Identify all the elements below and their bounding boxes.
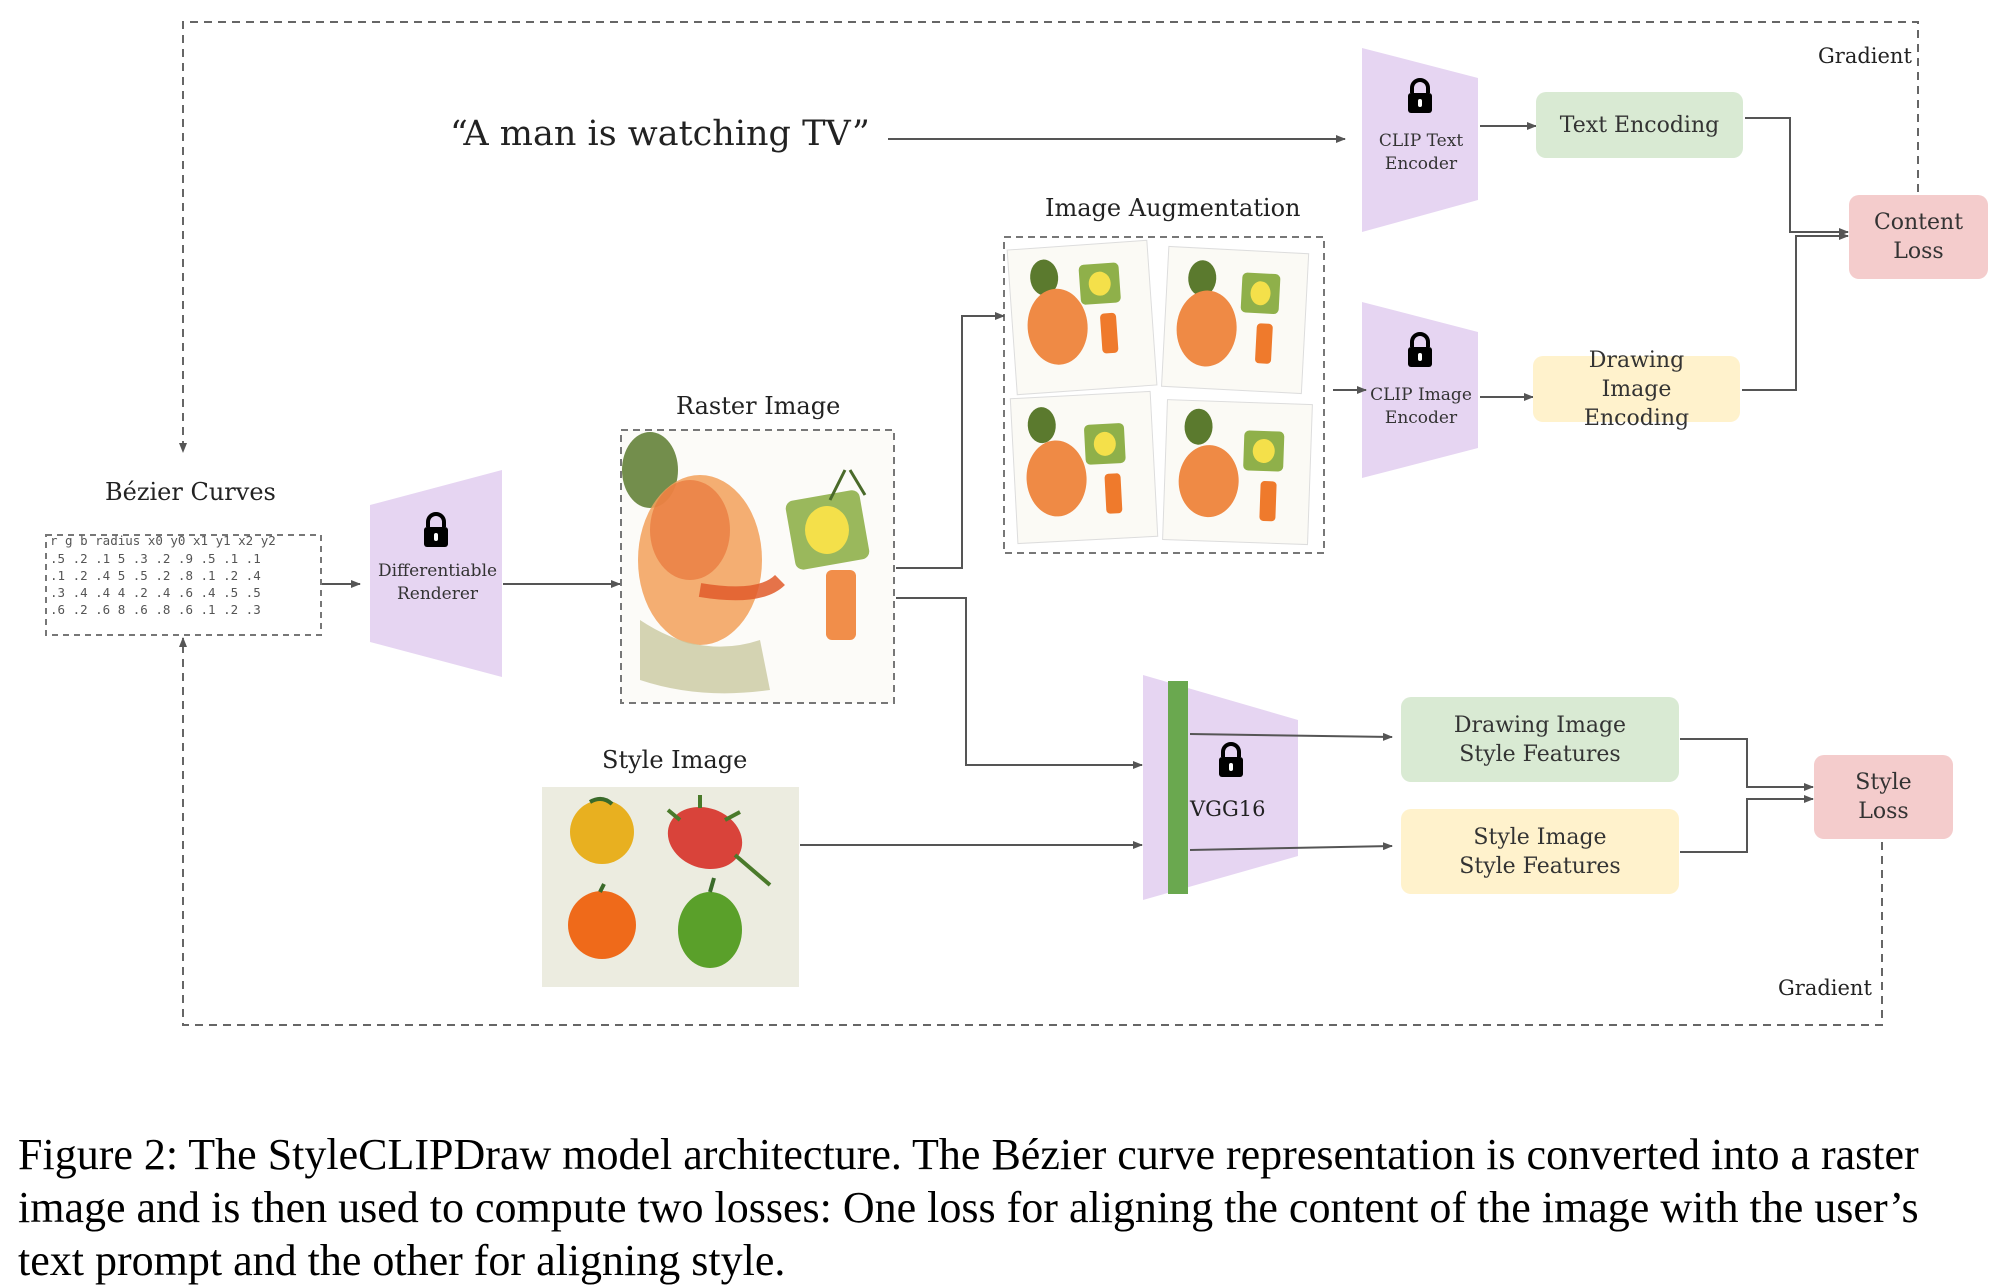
renderer-label: Differentiable Renderer [377,561,498,604]
clip-image-encoder-label: CLIP Image Encoder [1370,385,1472,428]
diagram-connectors [45,21,1919,1026]
clip-image-encoder-shape [1362,302,1478,478]
bezier-table-row: .6 .2 .6 8 .6 .8 .6 .1 .2 .3 [50,602,261,617]
style-image-illustration [568,795,772,968]
lock-icon [1408,332,1432,367]
raster-image-title: Raster Image [676,392,841,420]
renderer-shape [370,470,502,677]
raster-to-augmentation-arrow [896,312,1005,569]
drawing-features-to-style-loss [1680,738,1814,791]
gradient-loop-top [179,21,1919,453]
augmentation-thumbnails [1006,239,1313,546]
content-loss-box: Content Loss [1849,195,1988,279]
lock-icon [424,512,448,547]
style-image-features-box: Style Image Style Features [1401,809,1679,894]
bezier-table-row: .3 .4 .4 4 .2 .4 .6 .4 .5 .5 [50,585,261,600]
style-image-title: Style Image [602,746,748,774]
clip-text-encoder-label: CLIP Text Encoder [1378,131,1464,174]
text-prompt: “A man is watching TV” [450,114,870,154]
text-encoding-box: Text Encoding [1536,92,1743,158]
gradient-label-top: Gradient [1818,44,1912,68]
vgg-to-style-features-arrow [1189,842,1393,851]
clip-text-encoder-shape [1362,48,1478,232]
vgg-to-drawing-features-arrow [1189,732,1393,741]
lock-icon [1408,78,1432,113]
drawing-style-features-box: Drawing Image Style Features [1401,697,1679,782]
vgg-green-bar [1168,681,1188,894]
bezier-table-row: .1 .2 .4 5 .5 .2 .8 .1 .2 .4 [50,568,261,583]
bezier-table-header: r g b radius x0 y0 x1 y1 x2 y2 [50,533,276,548]
bezier-table-frame [45,534,322,636]
style-features-to-style-loss [1680,795,1814,853]
bezier-curves-title: Bézier Curves [105,478,276,506]
vgg-label: VGG16 [1190,797,1266,821]
text-encoding-to-content-loss [1745,117,1849,236]
lock-icon [1219,742,1243,777]
raster-image-illustration [622,432,870,694]
bezier-table-row: .5 .2 .1 5 .3 .2 .9 .5 .1 .1 [50,551,261,566]
figure-caption: Figure 2: The StyleCLIPDraw model archit… [18,1130,1919,1285]
drawing-image-encoding-box: Drawing Image Encoding [1533,348,1740,431]
drawing-encoding-to-content-loss [1742,232,1849,391]
style-loss-box: Style Loss [1814,755,1953,839]
gradient-label-bottom: Gradient [1778,976,1872,1000]
gradient-loop-bottom [179,637,1883,1026]
architecture-diagram: Gradient Gradient “A man is watching TV”… [45,21,1988,1026]
vgg-shape [1143,675,1298,900]
raster-to-vgg-arrow [896,597,1143,769]
image-augmentation-title: Image Augmentation [1045,194,1301,222]
